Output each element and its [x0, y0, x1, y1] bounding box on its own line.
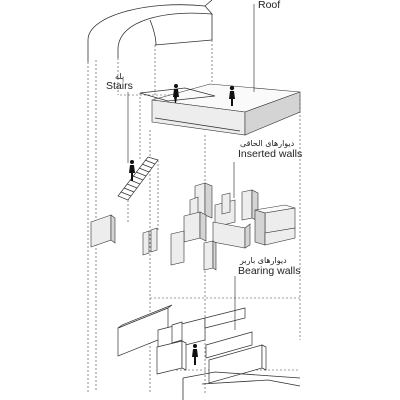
vault-shape — [87, 0, 213, 62]
stair-landing — [139, 87, 216, 160]
staircase — [117, 156, 159, 230]
roof-label: Roof — [258, 0, 281, 11]
bearing-walls — [117, 304, 267, 384]
inserted-walls-label: Inserted walls — [238, 148, 303, 160]
person-on-stairs — [129, 160, 135, 181]
inserted-walls — [90, 182, 296, 271]
inserted-walls-label-fa: دیوارهای الحاقی — [240, 139, 295, 148]
person-on-landing — [173, 84, 179, 103]
person-ground-floor — [192, 344, 198, 365]
foundation-outline — [182, 371, 301, 400]
stairs-label-fa: پله — [115, 72, 125, 81]
person-on-roof — [229, 85, 235, 106]
stairs-label: Stairs — [106, 80, 133, 92]
bearing-walls-label: Bearing walls — [238, 265, 301, 277]
roof-slab — [151, 83, 301, 136]
label-leaders — [127, 4, 255, 330]
bearing-walls-label-fa: دیوارهای باربر — [240, 256, 287, 265]
